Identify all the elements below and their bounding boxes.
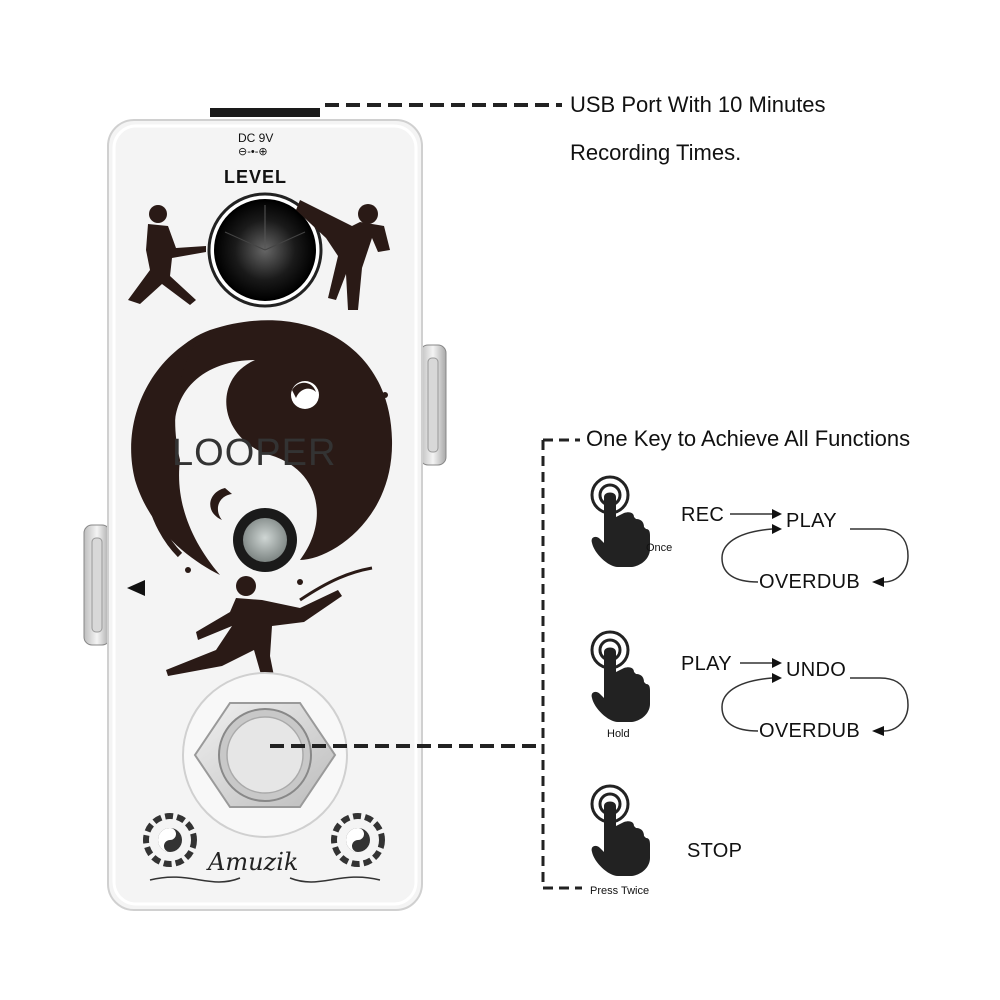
- usb-callout-line2: Recording Times.: [570, 140, 742, 165]
- flow-diagram-once: [721, 509, 909, 587]
- flow-diagram-hold: [721, 658, 909, 736]
- ornament-swirl: [149, 876, 381, 883]
- level-knob[interactable]: [207, 192, 323, 308]
- polarity-symbol: ⊖-•-⊕: [238, 146, 268, 158]
- status-led: [233, 508, 297, 572]
- mode-once-label: Once: [646, 542, 673, 554]
- tap-finger-icon: [590, 475, 650, 567]
- input-arrow-icon: [127, 580, 145, 596]
- tap-finger-icon: [590, 784, 650, 876]
- knob-label: LEVEL: [224, 167, 288, 187]
- yin-yang-artwork: [131, 320, 393, 585]
- brand-logo: Amuzik: [208, 848, 299, 876]
- product-title: LOOPER: [172, 432, 337, 474]
- mode-once-start: REC: [681, 504, 725, 526]
- mode-hold-state-a: UNDO: [786, 659, 847, 681]
- fighter-silhouette-left: [128, 205, 206, 305]
- mode-once-state-a: PLAY: [786, 510, 837, 532]
- bagua-icon: [143, 813, 197, 867]
- mode-hold-label: Hold: [607, 728, 630, 740]
- output-jack: [419, 344, 447, 466]
- bagua-icon: [331, 813, 385, 867]
- mode-twice-label: Press Twice: [590, 885, 650, 897]
- functions-title: One Key to Achieve All Functions: [586, 426, 911, 451]
- fighter-silhouette-right: [296, 200, 390, 310]
- tap-finger-icon: [590, 630, 650, 722]
- mode-hold-state-b: OVERDUB: [759, 720, 861, 742]
- usb-callout-line1: USB Port With 10 Minutes: [570, 92, 826, 117]
- mode-twice-result: STOP: [687, 840, 743, 862]
- usb-port: [210, 108, 320, 117]
- footswitch[interactable]: [182, 672, 348, 838]
- mode-once-state-b: OVERDUB: [759, 571, 861, 593]
- power-label: DC 9V: [238, 131, 274, 145]
- mode-hold-start: PLAY: [681, 653, 732, 675]
- input-jack: [83, 524, 111, 646]
- tai-chi-silhouette: [166, 566, 373, 678]
